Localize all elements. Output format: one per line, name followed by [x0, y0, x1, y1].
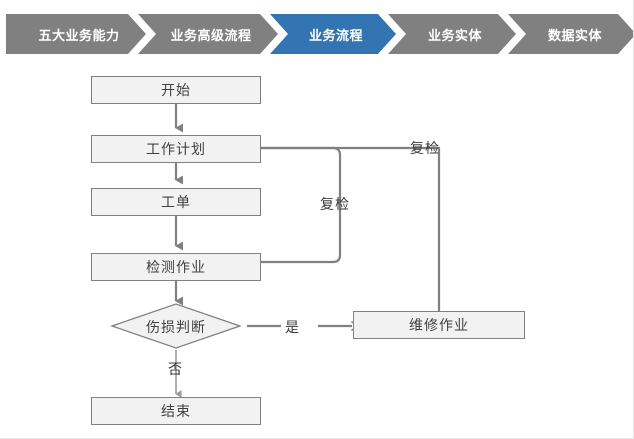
breadcrumb-step-5-label: 数据实体	[547, 27, 602, 43]
node-work-plan-label: 工作计划	[146, 141, 206, 157]
edge-label-yes: 是	[285, 319, 300, 335]
node-damage-decision[interactable]	[110, 302, 242, 350]
breadcrumb-step-5[interactable]: 数据实体	[508, 14, 634, 54]
breadcrumb: 五大业务能力 业务高级流程 业务流程 业务实体 数据实体	[0, 14, 634, 54]
edge-label-recheck-inspection: 复检	[320, 196, 350, 212]
node-end-label: 结束	[161, 403, 191, 419]
node-start[interactable]: 开始	[91, 76, 261, 104]
node-start-label: 开始	[161, 82, 191, 98]
node-work-order-label: 工单	[161, 194, 191, 210]
breadcrumb-step-4-label: 业务实体	[427, 27, 482, 43]
edge-repair-recheck-to-workplan	[192, 146, 441, 311]
node-inspection[interactable]: 检测作业	[91, 253, 261, 281]
node-damage-decision-label: 伤损判断	[146, 319, 206, 335]
breadcrumb-step-1[interactable]: 五大业务能力	[6, 14, 146, 54]
breadcrumb-step-3-label: 业务流程	[308, 27, 363, 43]
breadcrumb-step-3[interactable]: 业务流程	[270, 14, 396, 54]
flowchart-connectors	[174, 103, 441, 398]
node-work-plan[interactable]: 工作计划	[91, 135, 261, 163]
breadcrumb-step-4[interactable]: 业务实体	[388, 14, 516, 54]
node-work-order[interactable]: 工单	[91, 188, 261, 216]
node-inspection-label: 检测作业	[146, 259, 206, 275]
node-repair[interactable]: 维修作业	[353, 311, 525, 339]
breadcrumb-step-2-label: 业务高级流程	[170, 27, 252, 43]
breadcrumb-step-1-label: 五大业务能力	[38, 27, 120, 43]
flowchart: 开始 工作计划 工单 检测作业 伤损判断 维修作业 结束 复检 复检 是 否	[0, 58, 633, 438]
node-end[interactable]: 结束	[91, 397, 261, 425]
breadcrumb-step-2[interactable]: 业务高级流程	[138, 14, 278, 54]
node-repair-label: 维修作业	[409, 317, 469, 333]
edge-label-no: 否	[168, 361, 183, 377]
edge-label-recheck-repair: 复检	[410, 140, 440, 156]
